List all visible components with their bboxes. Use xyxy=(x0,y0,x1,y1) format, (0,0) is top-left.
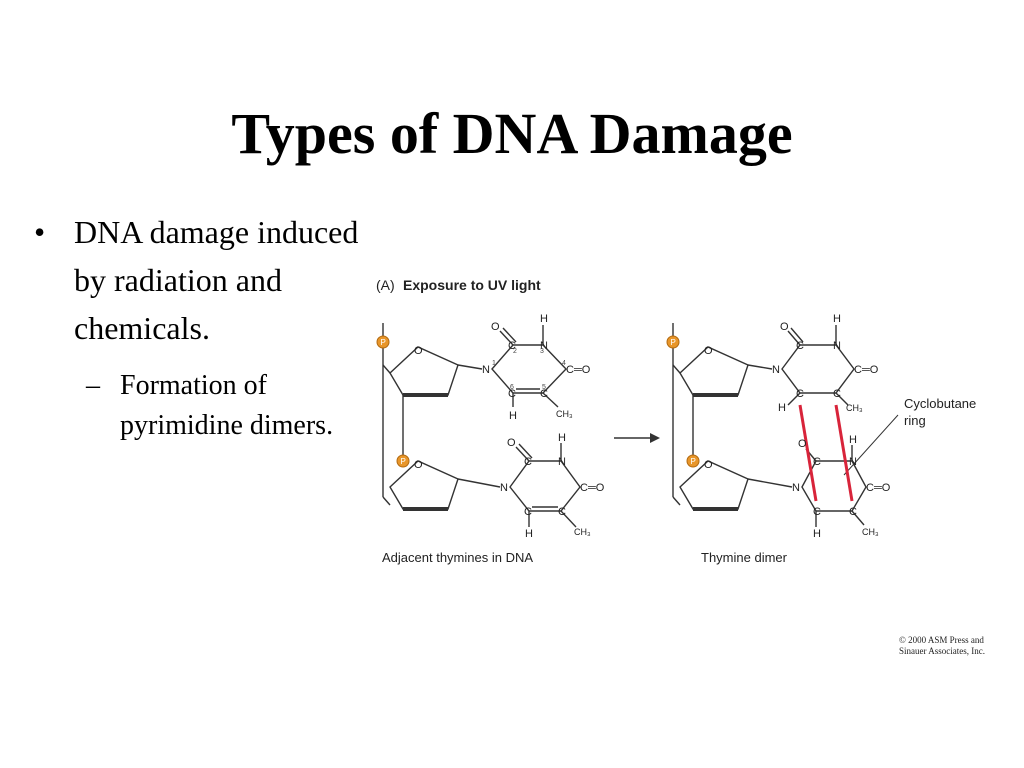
atom-label: H xyxy=(833,313,841,325)
phosphate-icon xyxy=(376,335,390,349)
atom-label: H xyxy=(558,432,566,444)
atom-label: CH₃ xyxy=(556,409,573,419)
atom-label: N xyxy=(833,340,841,352)
atom-label: O xyxy=(780,321,789,333)
atom-label: N xyxy=(772,364,780,376)
atom-label: N xyxy=(540,340,548,352)
position-number: 3 xyxy=(540,348,544,355)
atom-label: CH₃ xyxy=(862,527,879,537)
cyclobutane-ring-label-line2: ring xyxy=(904,413,926,428)
atom-label: C═O xyxy=(866,482,891,494)
atom-label: O xyxy=(507,437,516,449)
atom-label: C xyxy=(524,506,532,518)
atom-label: H xyxy=(540,313,548,325)
cyclobutane-bond xyxy=(834,404,854,502)
atom-label: N xyxy=(792,482,800,494)
atom-label: H xyxy=(778,402,786,414)
caption-adjacent-thymines: Adjacent thymines in DNA xyxy=(382,550,533,565)
phosphate-label: P xyxy=(381,338,386,347)
atom-label: C xyxy=(796,340,804,352)
atom-label: H xyxy=(849,434,857,446)
adjacent-thymines-structure xyxy=(382,323,581,528)
phosphate-label: P xyxy=(671,338,676,347)
panel-title: Exposure to UV light xyxy=(403,277,541,293)
atom-label: H xyxy=(525,528,533,540)
atom-label: C xyxy=(524,456,532,468)
copyright-line: Sinauer Associates, Inc. xyxy=(899,646,985,656)
bullet-text: DNA damage induced by radiation and chem… xyxy=(74,214,359,346)
atom-label: CH₃ xyxy=(574,527,591,537)
uv-thymine-dimer-figure: (A) Exposure to UV light xyxy=(376,277,976,565)
position-number: 4 xyxy=(562,360,566,367)
phosphate-label: P xyxy=(691,457,696,466)
copyright-notice: © 2000 ASM Press and Sinauer Associates,… xyxy=(899,635,1009,657)
bullet-marker: • xyxy=(34,214,46,250)
atom-label: O xyxy=(798,438,807,450)
atom-label: O xyxy=(491,321,500,333)
atom-label: N xyxy=(500,482,508,494)
bullet-item: • DNA damage induced by radiation and ch… xyxy=(34,208,374,352)
position-number: 1 xyxy=(492,360,496,367)
upper-thymine-atom-labels: O N O C H N C═O C C H CH₃ xyxy=(414,313,591,422)
atom-label: O xyxy=(414,459,423,471)
atom-label: C═O xyxy=(580,482,605,494)
atom-label: C xyxy=(540,388,548,400)
atom-label: CH₃ xyxy=(846,403,863,413)
atom-label: C xyxy=(833,388,841,400)
atom-label: C═O xyxy=(566,364,591,376)
panel-label: (A) xyxy=(376,277,395,293)
atom-label: C xyxy=(508,340,516,352)
sub-bullet-item: – Formation of pyrimidine dimers. xyxy=(34,366,374,446)
position-number: 5 xyxy=(542,384,546,391)
atom-label: C xyxy=(508,388,516,400)
dimer-atom-labels: O N O C H N C═O C C H CH₃ O N O C H N C═… xyxy=(704,313,891,540)
position-number: 2 xyxy=(513,348,517,355)
atom-label: H xyxy=(509,410,517,422)
thymine-dimer-structure xyxy=(672,323,899,527)
atom-label: C xyxy=(849,506,857,518)
atom-label: N xyxy=(482,364,490,376)
caption-thymine-dimer: Thymine dimer xyxy=(701,550,788,565)
atom-label: C═O xyxy=(854,364,879,376)
phosphate-icon xyxy=(686,454,700,468)
phosphate-icon xyxy=(396,454,410,468)
atom-label: O xyxy=(414,345,423,357)
atom-label: H xyxy=(813,528,821,540)
bullet-list: • DNA damage induced by radiation and ch… xyxy=(34,208,374,446)
cyclobutane-ring-label: Cyclobutane xyxy=(904,396,976,411)
atom-label: C xyxy=(813,506,821,518)
position-number: 6 xyxy=(510,384,514,391)
atom-label: C xyxy=(813,456,821,468)
atom-label: O xyxy=(704,345,713,357)
sub-bullet-marker: – xyxy=(86,370,100,401)
ring-position-numbers: 1 2 3 4 5 6 xyxy=(492,348,566,391)
slide-title: Types of DNA Damage xyxy=(231,101,793,166)
lower-thymine-atom-labels: O N O C H N C═O C C H CH₃ xyxy=(414,432,605,540)
cyclobutane-bond xyxy=(798,404,818,502)
reaction-arrow-icon xyxy=(614,433,660,443)
sub-bullet-text: Formation of pyrimidine dimers. xyxy=(120,370,334,441)
phosphate-icon xyxy=(666,335,680,349)
atom-label: C xyxy=(558,506,566,518)
atom-label: N xyxy=(558,456,566,468)
phosphate-label: P xyxy=(401,457,406,466)
atom-label: N xyxy=(849,456,857,468)
atom-label: C xyxy=(796,388,804,400)
atom-label: O xyxy=(704,459,713,471)
copyright-line: © 2000 ASM Press and xyxy=(899,635,984,645)
